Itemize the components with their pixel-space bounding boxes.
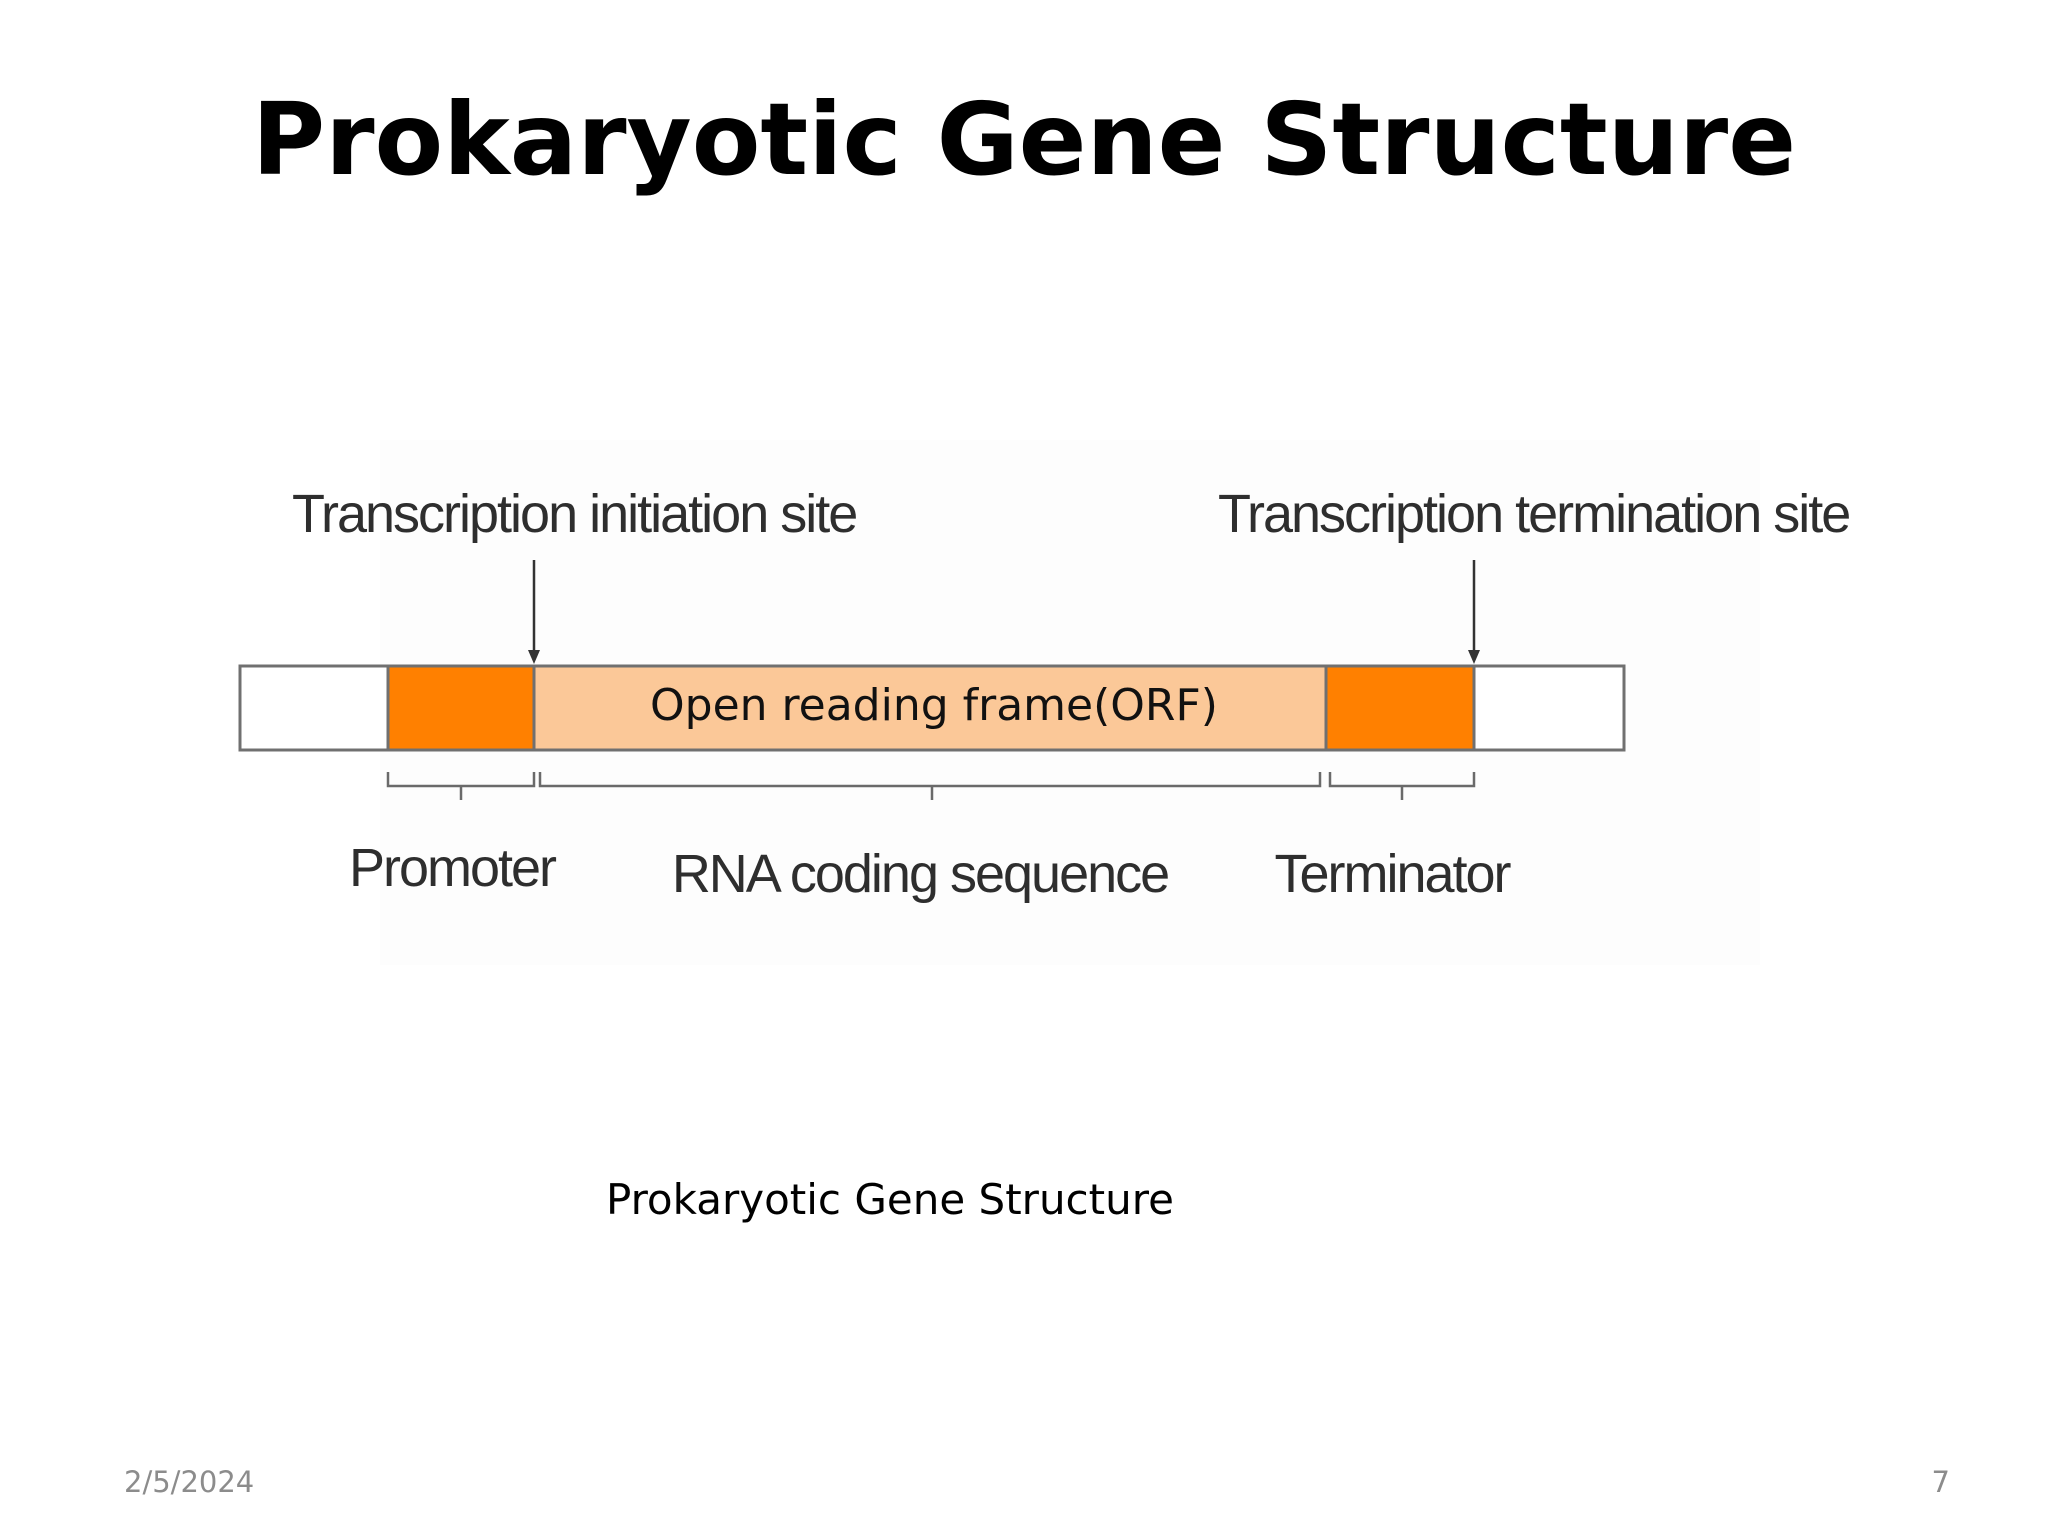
- promoter-label: Promoter: [349, 838, 557, 898]
- rna-coding-bracket: [538, 772, 1322, 800]
- promoter-bracket: [386, 772, 536, 800]
- footer-date: 2/5/2024: [124, 1465, 255, 1499]
- slide-title: Prokaryotic Gene Structure: [251, 81, 1797, 198]
- initiation-site-arrow: [528, 560, 540, 664]
- terminator-label: Terminator: [1274, 844, 1511, 904]
- upstream-flank: [238, 664, 390, 752]
- termination-site-arrow: [1468, 560, 1480, 664]
- page-number: 7: [1931, 1465, 1950, 1499]
- initiation-site-label: Transcription initiation site: [292, 484, 856, 544]
- orf-label: Open reading frame(ORF): [650, 680, 1218, 731]
- figure-caption: Prokaryotic Gene Structure: [606, 1175, 1174, 1224]
- termination-site-label: Transcription termination site: [1218, 484, 1849, 544]
- terminator-bracket: [1328, 772, 1476, 800]
- rna-coding-sequence-label: RNA coding sequence: [672, 844, 1168, 904]
- orf-segment: [532, 664, 1328, 752]
- downstream-flank: [1472, 664, 1626, 752]
- promoter-segment: [386, 664, 536, 752]
- terminator-segment: [1324, 664, 1476, 752]
